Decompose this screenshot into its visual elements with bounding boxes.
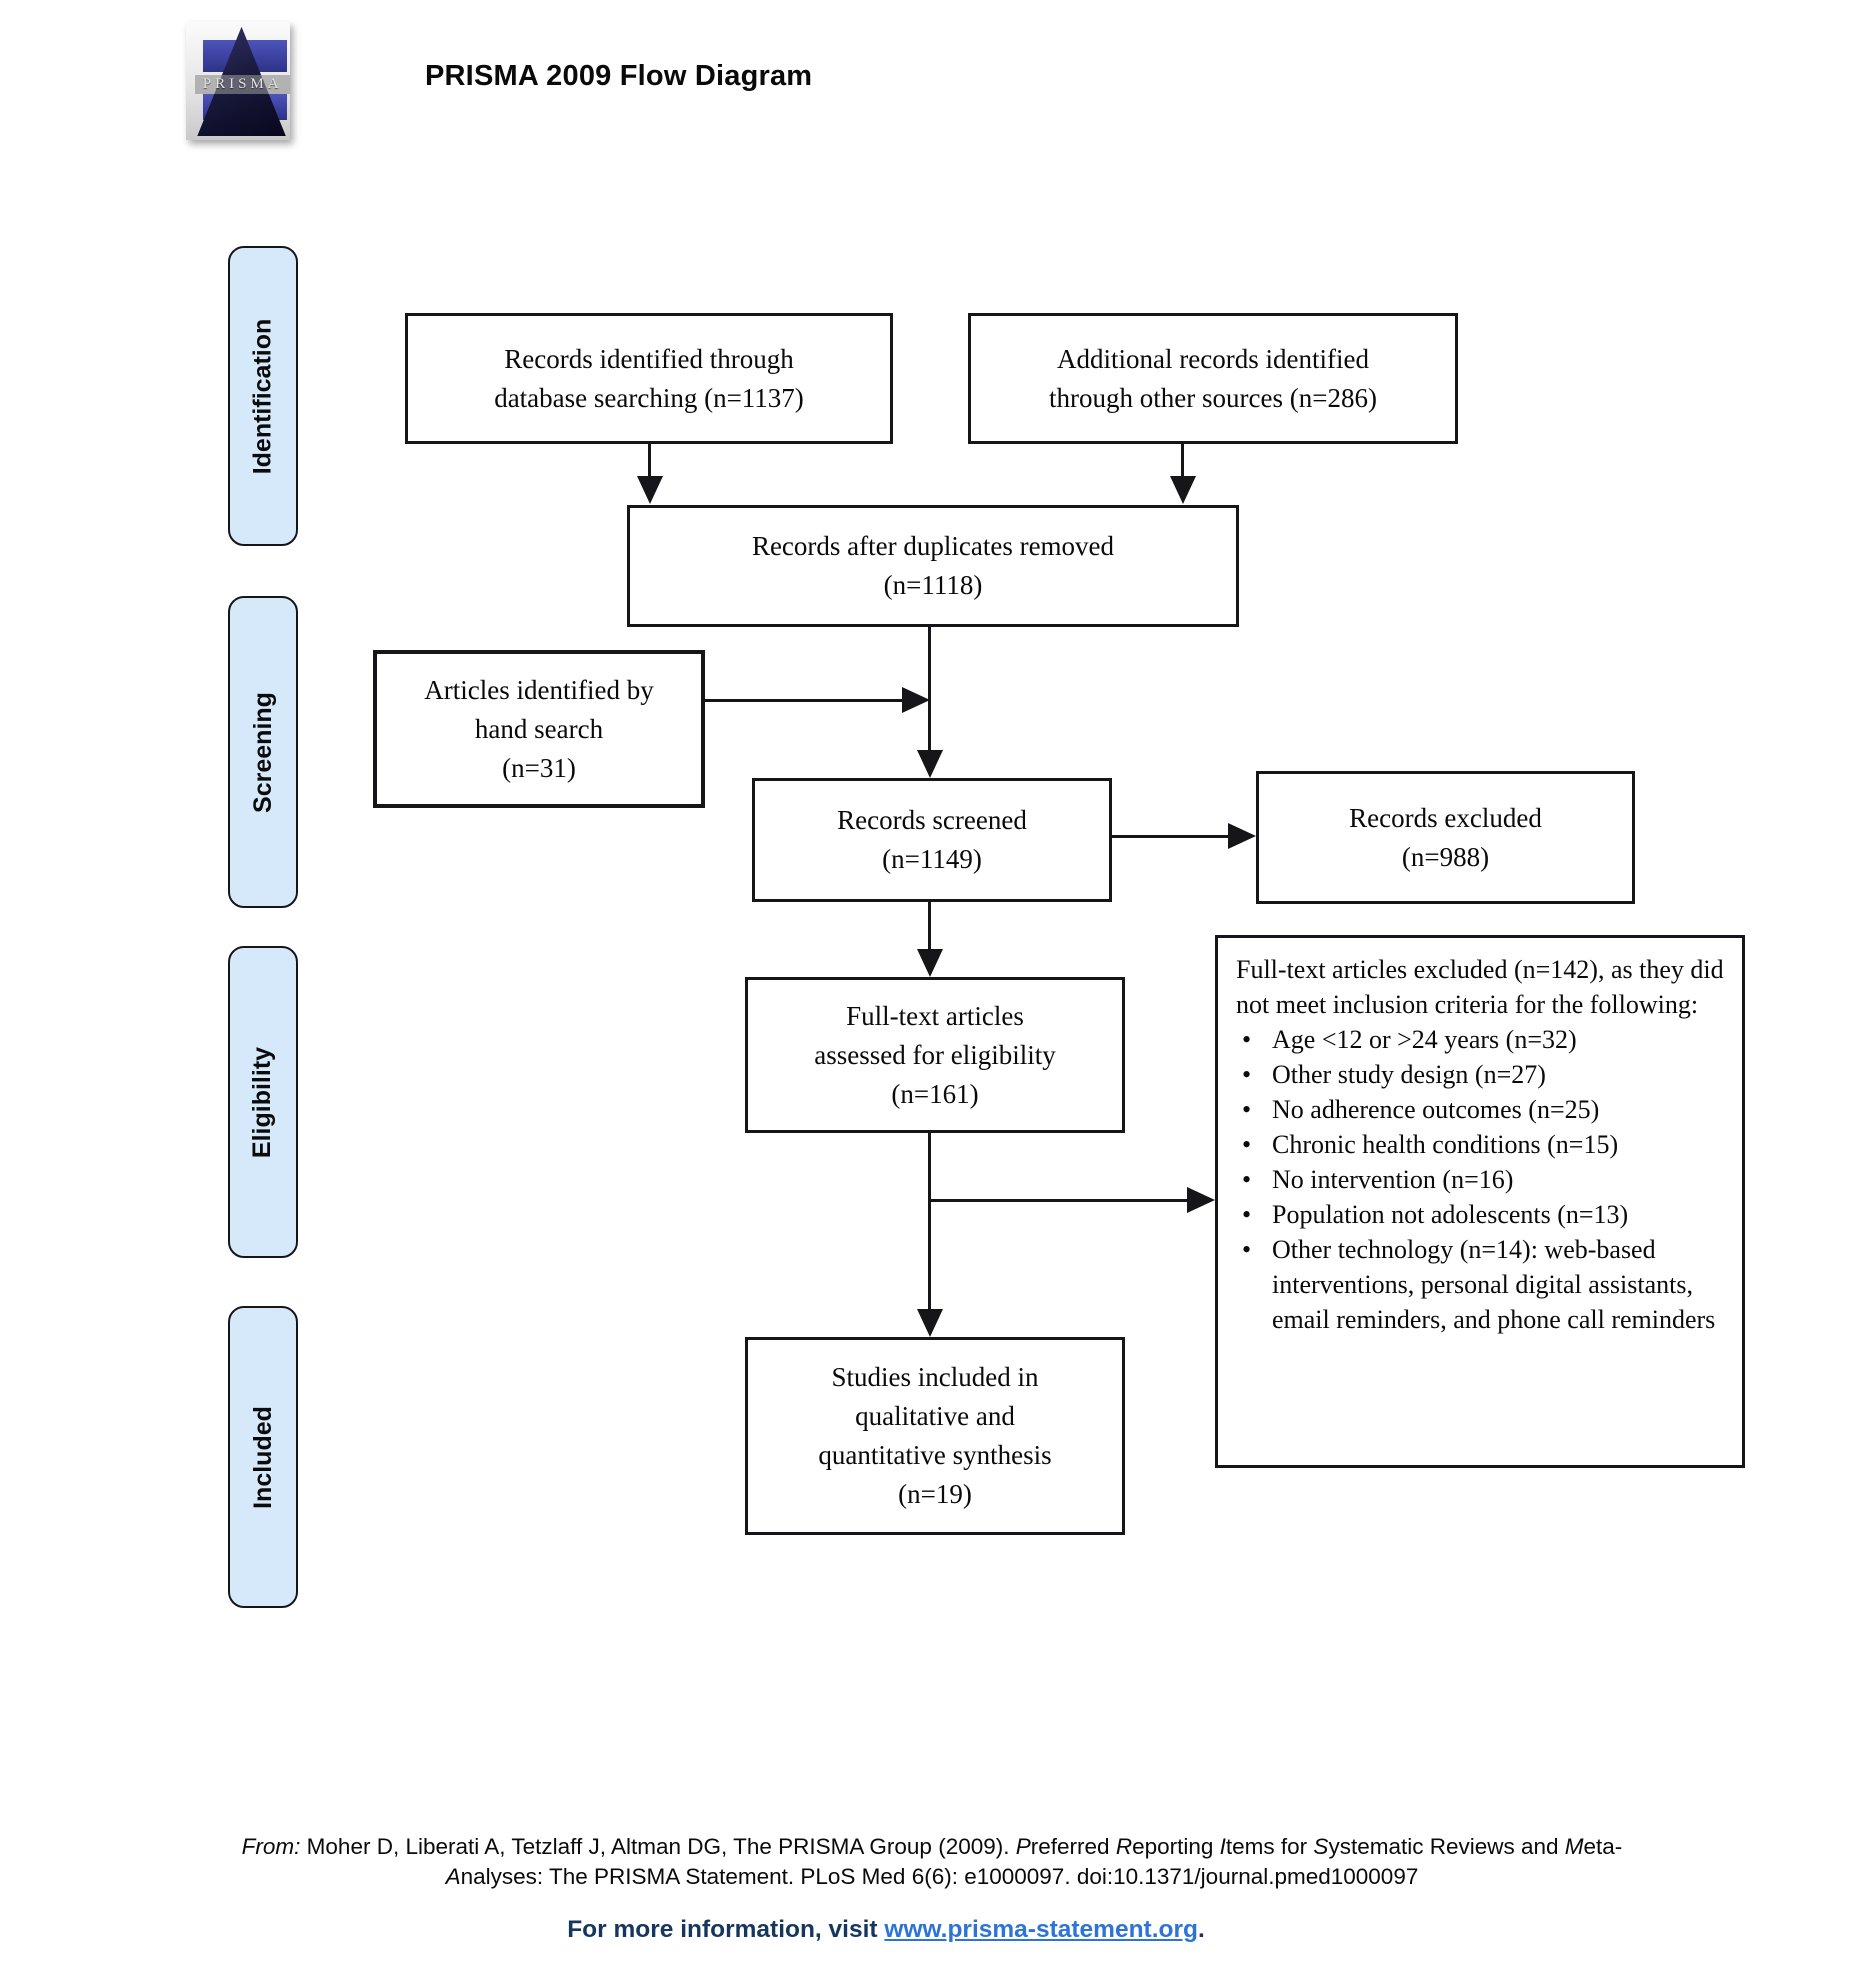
stage-label-text: Eligibility <box>248 1046 277 1158</box>
exclusion-reason: No adherence outcomes (n=25) <box>1236 1092 1726 1127</box>
logo-band: PRISMA <box>195 75 290 94</box>
arrow-handsearch-to-flow-line <box>705 699 904 702</box>
arrow-other-to-duplicates-head <box>1170 476 1196 504</box>
box-fulltext-assessed: Full-text articles assessed for eligibil… <box>745 977 1125 1133</box>
stage-label-eligibility: Eligibility <box>228 946 298 1258</box>
footer-info-prefix: For more information, visit <box>567 1916 885 1943</box>
box-studies-included: Studies included in qualitative and quan… <box>745 1337 1125 1535</box>
arrow-fulltext-to-included-line <box>928 1133 931 1311</box>
citation-run: P <box>1015 1834 1031 1859</box>
citation-run: S <box>1313 1834 1329 1859</box>
stage-label-text: Screening <box>248 691 277 813</box>
arrow-screened-to-excluded-head <box>1228 823 1256 849</box>
arrow-db-to-duplicates-head <box>637 476 663 504</box>
citation-run: ystematic Reviews and <box>1328 1834 1565 1859</box>
citation-run: R <box>1115 1834 1133 1859</box>
stage-label-included: Included <box>228 1306 298 1608</box>
arrow-screened-to-excluded-line <box>1112 835 1230 838</box>
exclusion-reason: No intervention (n=16) <box>1236 1162 1726 1197</box>
exclusion-reason: Age <12 or >24 years (n=32) <box>1236 1022 1726 1057</box>
box-fulltext-excluded: Full-text articles excluded (n=142), as … <box>1215 935 1745 1468</box>
citation-run: M <box>1564 1834 1584 1859</box>
stage-label-identification: Identification <box>228 246 298 546</box>
arrow-other-to-duplicates-line <box>1181 444 1184 478</box>
stage-label-screening: Screening <box>228 596 298 908</box>
exclusion-reason: Other technology (n=14): web-based inter… <box>1236 1232 1726 1337</box>
box-records-screened: Records screened (n=1149) <box>752 778 1112 902</box>
footer-info-suffix: . <box>1197 1916 1205 1943</box>
logo-text: PRISMA <box>202 76 283 93</box>
citation-text: From: Moher D, Liberati A, Tetzlaff J, A… <box>150 1832 1714 1892</box>
box-records-excluded: Records excluded (n=988) <box>1256 771 1635 904</box>
footer-info-line: For more information, visit www.prisma-s… <box>0 1916 1772 1944</box>
stage-label-text: Included <box>248 1405 277 1509</box>
citation-run: nalyses: The PRISMA Statement. PLoS Med … <box>460 1864 1419 1889</box>
prisma-logo: PRISMA <box>186 22 290 140</box>
arrow-screened-to-fulltext-line <box>928 902 931 951</box>
citation-run: referred <box>1030 1834 1116 1859</box>
citation-run: From: <box>241 1834 301 1859</box>
exclusion-reasons-list: Age <12 or >24 years (n=32)Other study d… <box>1236 1022 1726 1337</box>
citation-run: eta- <box>1583 1834 1623 1859</box>
arrow-db-to-duplicates-line <box>648 444 651 478</box>
exclusion-reason: Chronic health conditions (n=15) <box>1236 1127 1726 1162</box>
stage-label-text: Identification <box>248 318 277 474</box>
citation-run: eporting <box>1132 1834 1220 1859</box>
page-title: PRISMA 2009 Flow Diagram <box>425 60 813 92</box>
citation-run: I <box>1219 1834 1226 1859</box>
citation-run: Moher D, Liberati A, Tetzlaff J, Altman … <box>300 1834 1016 1859</box>
box-articles-hand-search: Articles identified by hand search (n=31… <box>373 650 705 808</box>
arrow-handsearch-to-flow-head <box>902 687 930 713</box>
box-additional-records-other-sources: Additional records identified through ot… <box>968 313 1458 444</box>
exclusion-reason: Other study design (n=27) <box>1236 1057 1726 1092</box>
arrow-duplicates-to-screened-head <box>917 750 943 778</box>
citation-run: tems for <box>1225 1834 1314 1859</box>
arrow-screened-to-fulltext-head <box>917 949 943 977</box>
arrow-fulltext-to-included-head <box>917 1309 943 1337</box>
fulltext-excluded-intro: Full-text articles excluded (n=142), as … <box>1236 955 1724 1019</box>
prisma-statement-link[interactable]: www.prisma-statement.org <box>884 1916 1198 1943</box>
arrow-branch-to-excluded-head <box>1187 1187 1215 1213</box>
arrow-branch-to-excluded-line <box>929 1199 1189 1202</box>
box-records-identified-database: Records identified through database sear… <box>405 313 893 444</box>
exclusion-reason: Population not adolescents (n=13) <box>1236 1197 1726 1232</box>
citation-run: A <box>445 1864 461 1889</box>
box-records-after-duplicates: Records after duplicates removed (n=1118… <box>627 505 1239 627</box>
